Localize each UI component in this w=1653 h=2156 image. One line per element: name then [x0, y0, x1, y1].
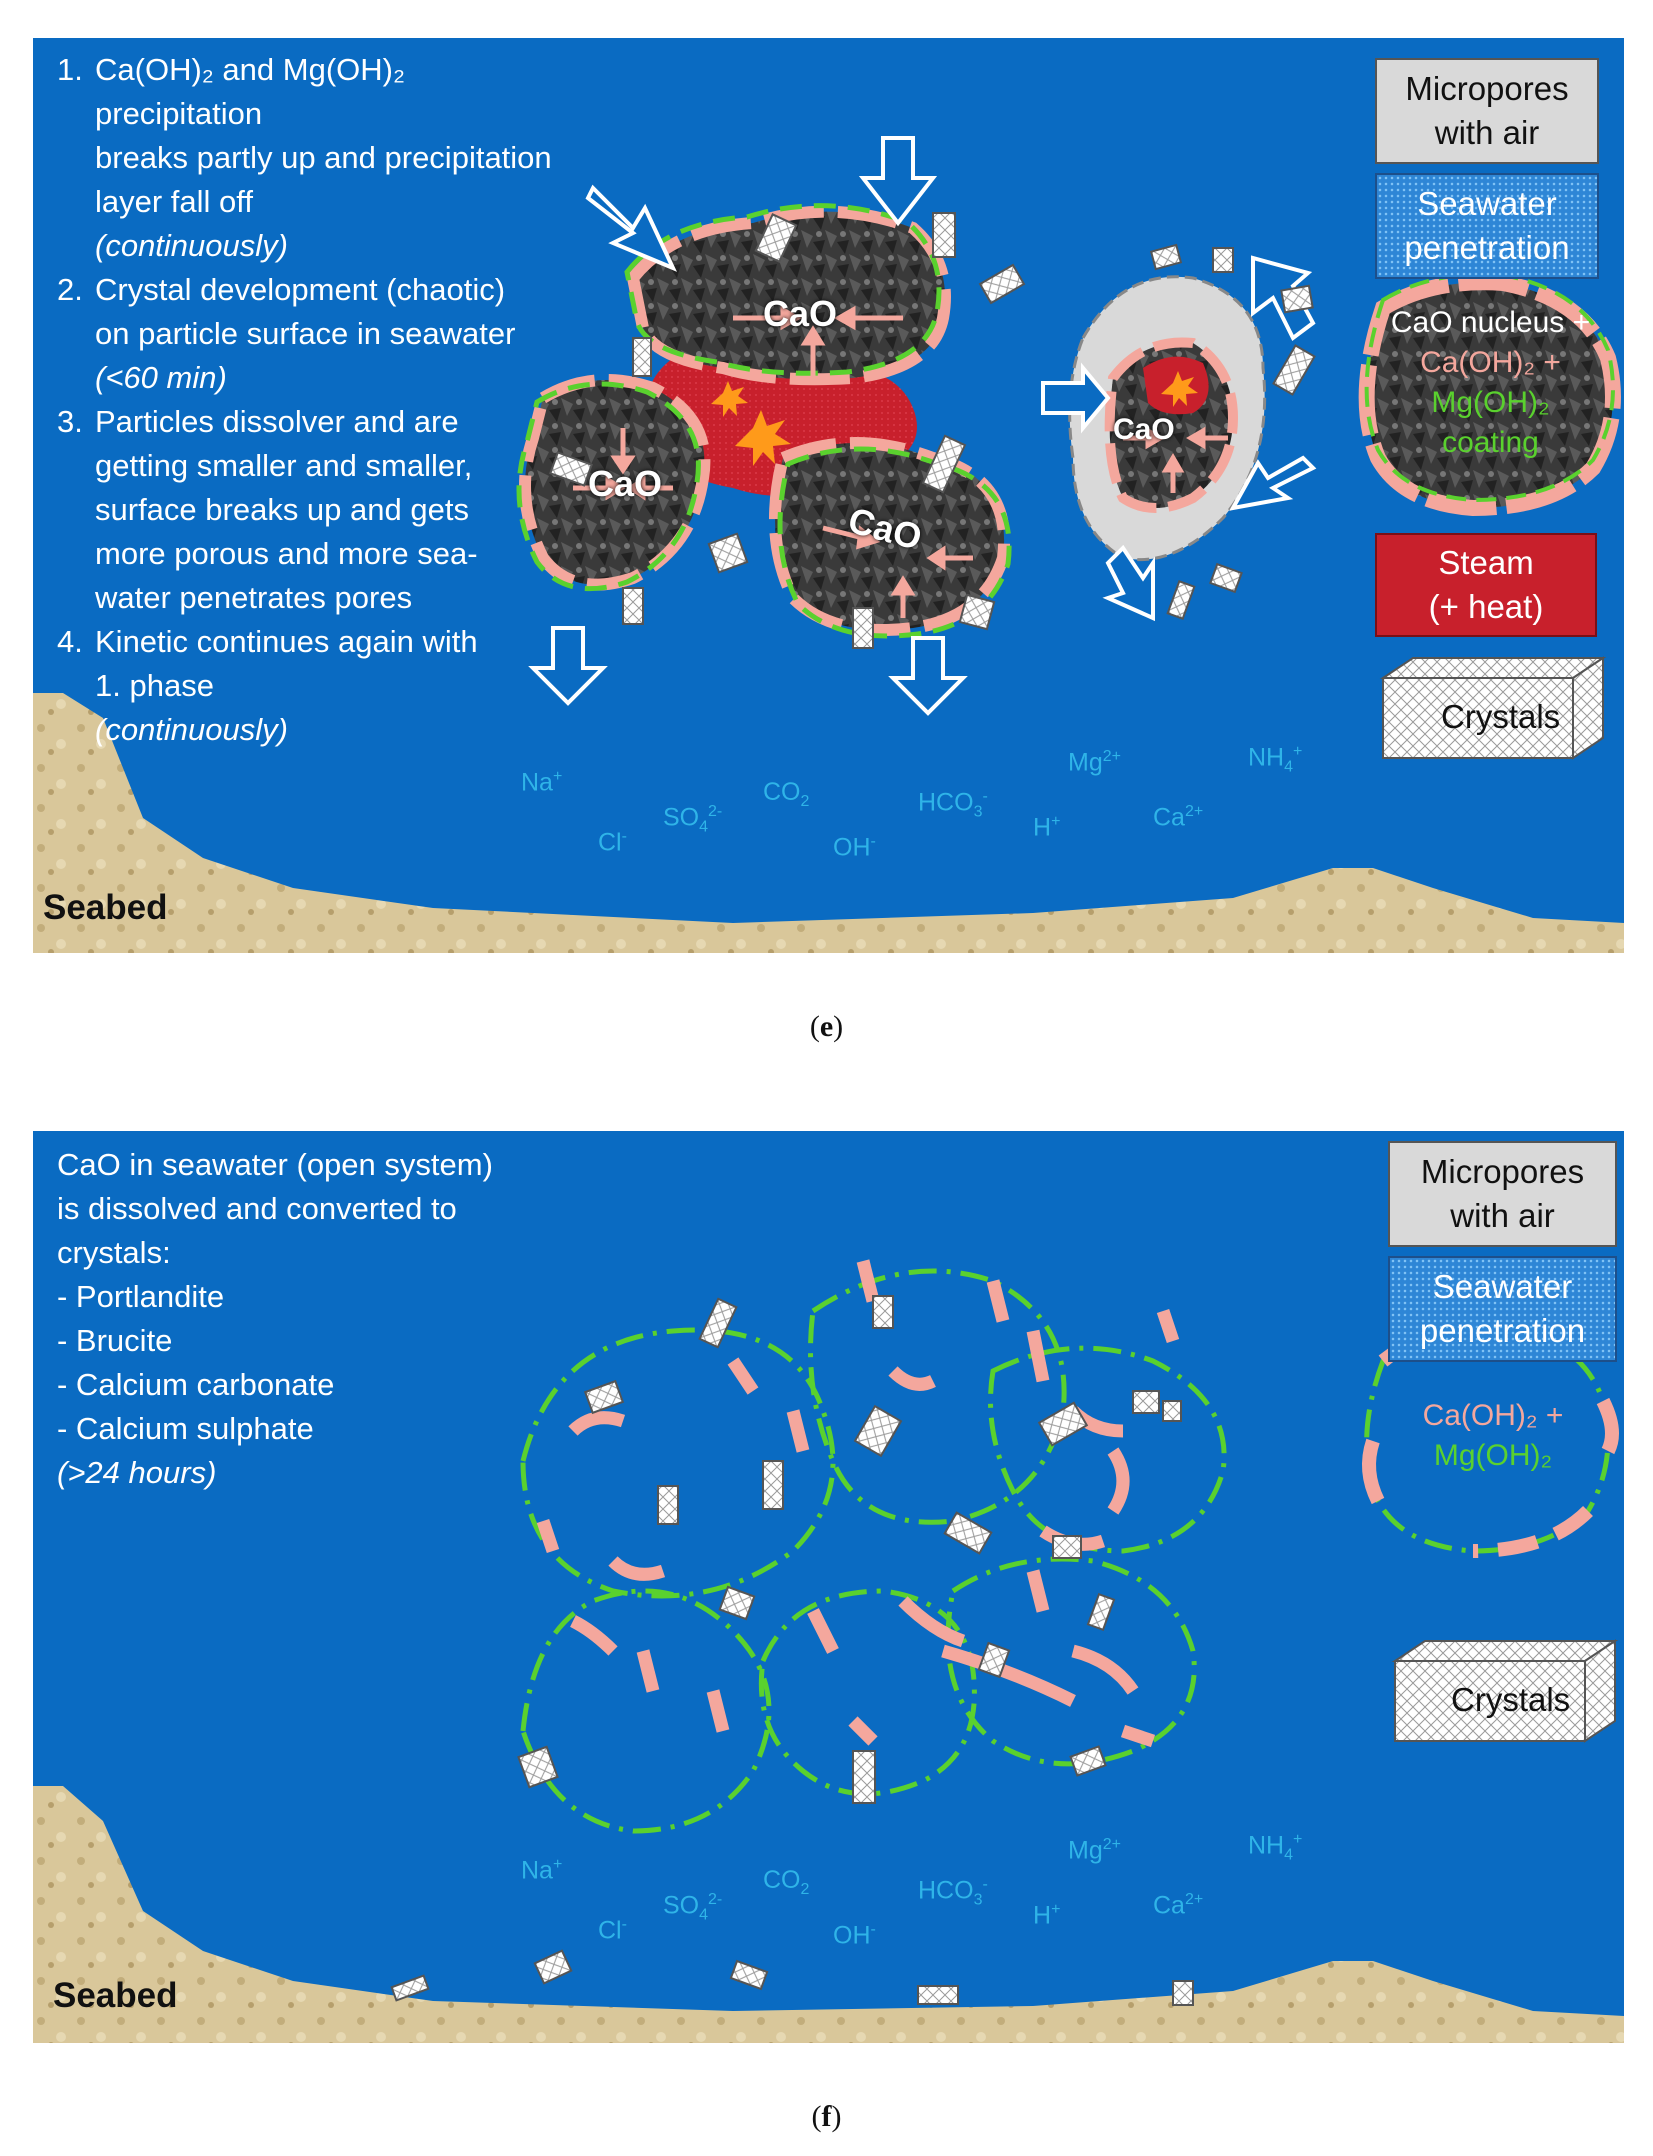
- panel-f-diagram: CaO in seawater (open system) is dissolv…: [33, 1131, 1624, 2043]
- step-3: 3. Particles dissolver and are getting s…: [57, 400, 577, 620]
- ion-mg: Mg2+: [1068, 1836, 1121, 1865]
- steam-burst-icon: [735, 410, 791, 466]
- ion-co2: CO2: [763, 1866, 810, 1898]
- step-text: water penetrates pores: [95, 580, 413, 615]
- ion-nh4: NH4+: [1248, 743, 1303, 776]
- ion-co2: CO2: [763, 778, 810, 810]
- ion-hco3: HCO3-: [918, 788, 988, 821]
- caption-e: (e): [809, 1010, 844, 1043]
- step-4: 4. Kinetic continues again with 1. phase…: [57, 620, 577, 752]
- legend-crystals-swatch: [1391, 1639, 1619, 1743]
- ion-oh: OH-: [833, 833, 876, 862]
- step-text: on particle surface in seawater: [95, 316, 516, 351]
- ion-nh4: NH4+: [1248, 1831, 1303, 1864]
- step-note: (continuously): [95, 712, 288, 747]
- intro-text: CaO in seawater (open system) is dissolv…: [57, 1143, 617, 1495]
- ion-cl: Cl-: [598, 828, 627, 857]
- legend-crystals-swatch: [1379, 656, 1607, 760]
- step-text: Crystal development (chaotic): [95, 272, 506, 307]
- intro-line: CaO in seawater (open system): [57, 1147, 493, 1182]
- steam-burst-icon: [711, 381, 748, 417]
- seabed-sand: [33, 1786, 1624, 2043]
- legend-nucleus-label: CaO nucleus + Ca(OH)₂ + Mg(OH)₂ coating: [1390, 306, 1591, 459]
- ion-so4: SO42-: [663, 803, 723, 836]
- step-text: getting smaller and smaller,: [95, 448, 473, 483]
- cao-label-porous: CaO: [1113, 413, 1175, 446]
- ion-oh: OH-: [833, 1921, 876, 1950]
- cao-particle-top: [624, 203, 951, 386]
- step-number: 3.: [57, 404, 83, 439]
- dissolved-particle-outlines: [520, 1268, 1227, 1834]
- step-text: breaks partly up and precipitation layer…: [95, 140, 552, 219]
- step-text: 1. phase: [95, 668, 214, 703]
- step-text: more porous and more sea-: [95, 536, 478, 571]
- process-steps-list: 1. Ca(OH)₂ and Mg(OH)₂ precipitation bre…: [57, 48, 577, 752]
- step-2: 2. Crystal development (chaotic) on part…: [57, 268, 577, 400]
- step-number: 4.: [57, 624, 83, 659]
- step-1: 1. Ca(OH)₂ and Mg(OH)₂ precipitation bre…: [57, 48, 577, 268]
- step-note: (<60 min): [95, 360, 227, 395]
- seabed-sand: [33, 693, 1624, 953]
- seawater-penetration-arrows: [528, 136, 1317, 716]
- ion-mg: Mg2+: [1068, 748, 1121, 777]
- step-number: 2.: [57, 272, 83, 307]
- caption-f: (f): [811, 2100, 842, 2133]
- panel-e-diagram: 1. Ca(OH)₂ and Mg(OH)₂ precipitation bre…: [33, 38, 1624, 953]
- ion-so4: SO42-: [663, 1891, 723, 1924]
- ion-ca: Ca2+: [1153, 803, 1204, 832]
- ion-h: H+: [1033, 813, 1061, 842]
- intro-line: - Calcium sulphate: [57, 1411, 314, 1446]
- step-text: surface breaks up and gets: [95, 492, 469, 527]
- intro-line: crystals:: [57, 1235, 171, 1270]
- intro-line: - Brucite: [57, 1323, 173, 1358]
- seabed-label: Seabed: [43, 888, 168, 927]
- step-note: (continuously): [95, 228, 288, 263]
- step-text: Kinetic continues again with: [95, 624, 478, 659]
- ion-cl: Cl-: [598, 1916, 627, 1945]
- seabed-label: Seabed: [53, 1976, 178, 2015]
- intro-line: - Portlandite: [57, 1279, 225, 1314]
- cao-particle-porous: [1068, 275, 1267, 562]
- steam-burst-icon: [1161, 371, 1198, 407]
- ion-ca: Ca2+: [1153, 1891, 1204, 1920]
- dissolution-arrows: [573, 305, 1228, 618]
- step-text: Ca(OH)₂ and Mg(OH)₂ precipitation: [95, 52, 405, 131]
- intro-line: is dissolved and converted to: [57, 1191, 457, 1226]
- ion-hco3: HCO3-: [918, 1876, 988, 1909]
- legend-crystals-label: Crystals: [1451, 1681, 1571, 1718]
- cao-label-top: CaO: [763, 293, 838, 334]
- crystal-fragments: [390, 1295, 1194, 2006]
- ion-na: Na+: [521, 1856, 563, 1885]
- legend-steam: Steam(+ heat): [1375, 533, 1597, 637]
- crystal-fragments: [549, 212, 1316, 649]
- step-number: 1.: [57, 52, 83, 87]
- ion-h: H+: [1033, 1901, 1061, 1930]
- panel-f-drawing: [33, 1259, 1624, 2043]
- step-text: Particles dissolver and are: [95, 404, 459, 439]
- coating-fragments: [536, 1259, 1180, 1748]
- legend-coating-label: Ca(OH)₂ + Mg(OH)₂: [1422, 1399, 1564, 1472]
- ion-na: Na+: [521, 768, 563, 797]
- intro-duration: (>24 hours): [57, 1455, 217, 1490]
- legend-crystals-label: Crystals: [1441, 698, 1561, 735]
- cao-label-left: CaO: [588, 463, 663, 504]
- intro-line: - Calcium carbonate: [57, 1367, 335, 1402]
